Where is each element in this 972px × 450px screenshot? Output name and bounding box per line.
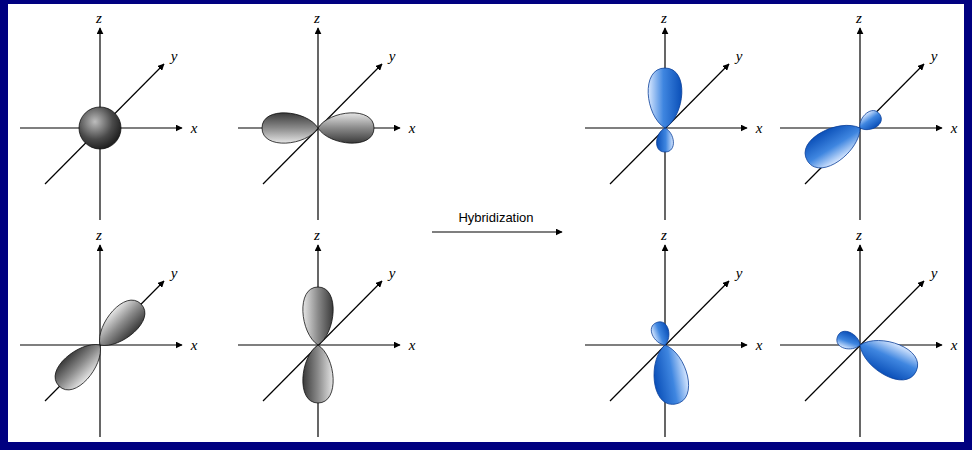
- sp3-orbital: [648, 68, 682, 152]
- axis-label: x: [756, 121, 763, 136]
- axis-label: x: [409, 121, 416, 136]
- axis-label: z: [856, 11, 862, 26]
- axis-label: y: [171, 266, 178, 281]
- axis-label: z: [96, 228, 102, 243]
- axis-label: z: [314, 11, 320, 26]
- axis-label: y: [736, 49, 743, 64]
- sp3-orbital: [835, 329, 924, 387]
- axis-label: y: [931, 49, 938, 64]
- axes: [780, 28, 942, 220]
- axes: [238, 28, 400, 220]
- axis-label: x: [191, 338, 198, 353]
- sp3-orbital: [648, 320, 692, 407]
- sp3-orbital: [798, 107, 884, 175]
- axis-label: y: [171, 49, 178, 64]
- axis-label: z: [856, 228, 862, 243]
- axis-label: z: [661, 228, 667, 243]
- reaction-arrow: [432, 231, 562, 232]
- s-orbital: [79, 107, 121, 149]
- axis-label: z: [96, 11, 102, 26]
- px-orbital: [262, 113, 374, 143]
- axis-label: y: [389, 49, 396, 64]
- axes: [585, 245, 747, 437]
- axis-label: y: [931, 266, 938, 281]
- pz-orbital: [303, 287, 333, 403]
- axis-label: z: [314, 228, 320, 243]
- py-orbital: [48, 293, 151, 396]
- axes: [20, 245, 182, 437]
- axis-label: x: [191, 121, 198, 136]
- axis-label: x: [951, 338, 958, 353]
- axis-label: z: [661, 11, 667, 26]
- white-panel: [8, 4, 964, 442]
- axis-label: x: [951, 121, 958, 136]
- axes: [20, 28, 182, 220]
- axes: [238, 245, 400, 437]
- axes: [780, 245, 942, 437]
- axis-label: y: [736, 266, 743, 281]
- arrow-label: Hybridization: [458, 211, 533, 224]
- axes: [585, 28, 747, 220]
- axis-label: x: [756, 338, 763, 353]
- axis-label: y: [389, 266, 396, 281]
- axis-label: x: [409, 338, 416, 353]
